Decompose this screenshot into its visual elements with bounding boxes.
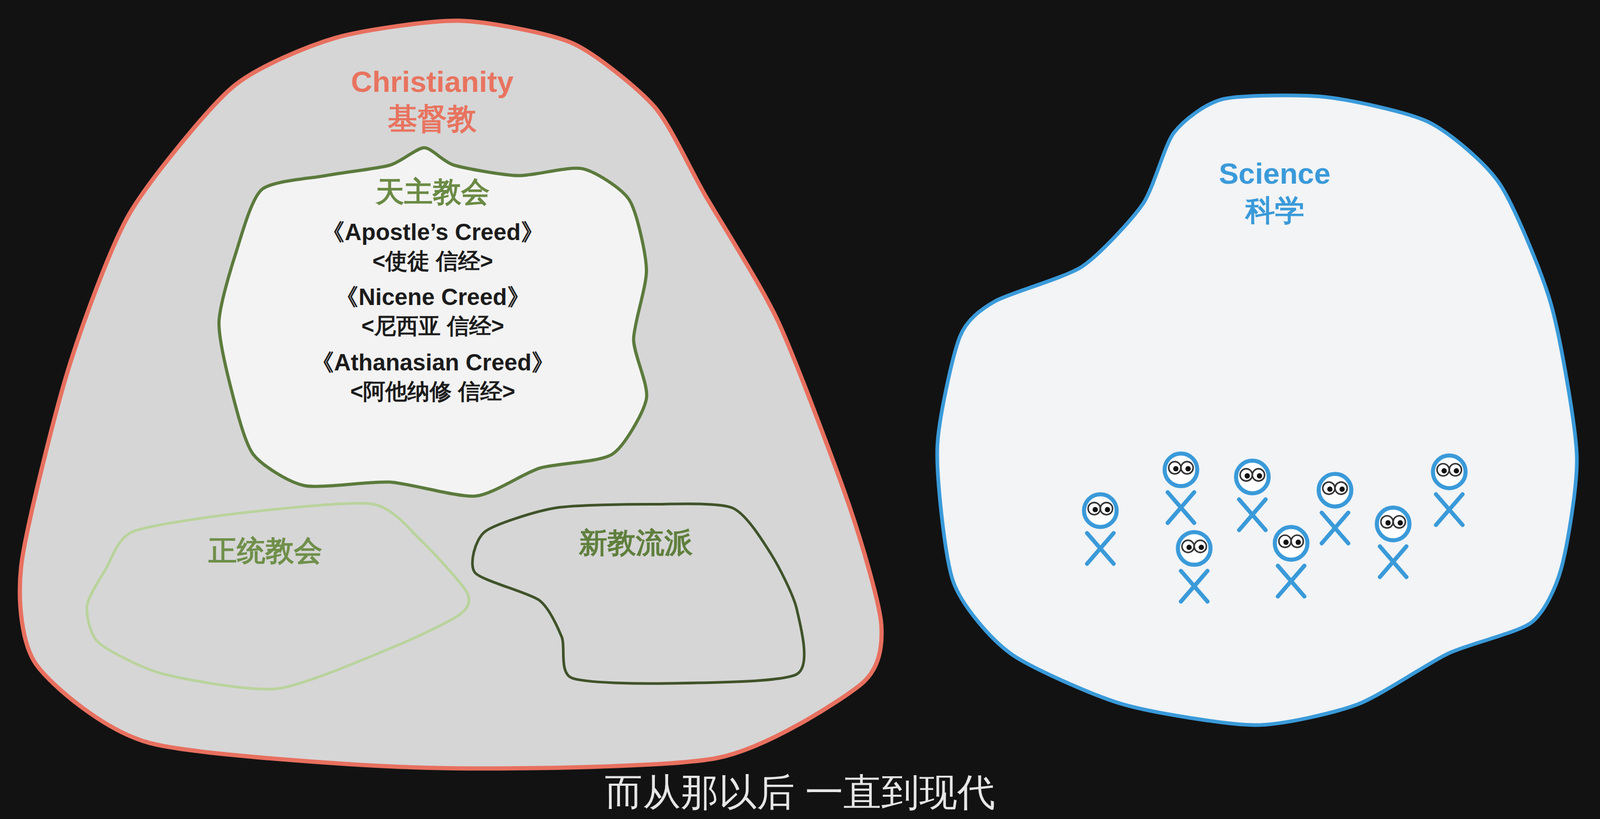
creed-text: 科学 bbox=[1218, 192, 1331, 230]
creed-text: <阿他纳修 信经> bbox=[310, 377, 555, 406]
stick-figure bbox=[1235, 460, 1269, 531]
region-blob: Science科学 bbox=[934, 97, 1577, 726]
blob-path bbox=[472, 503, 805, 684]
text-group: 天主教会《Apostle’s Creed》<使徒 信经> 《Nicene Cree… bbox=[310, 174, 555, 406]
creed-text: 《Nicene Creed》 bbox=[310, 282, 555, 312]
blob-outline bbox=[474, 498, 797, 684]
stick-figure bbox=[1164, 453, 1198, 523]
region-heading: 天主教会 bbox=[310, 174, 555, 211]
region-blob: 新教流派 bbox=[474, 498, 797, 684]
stick-figures bbox=[934, 97, 1577, 726]
region-heading: 正统教会 bbox=[208, 532, 323, 569]
text-group: Christianity基督教 bbox=[350, 63, 514, 138]
creed-text: <尼西亚 信经> bbox=[310, 312, 555, 341]
creed-text: 《Apostle’s Creed》 bbox=[310, 217, 555, 247]
region-blob: 天主教会《Apostle’s Creed》<使徒 信经> 《Nicene Cree… bbox=[218, 147, 647, 497]
blob-path bbox=[218, 147, 647, 497]
stick-figure bbox=[1177, 531, 1211, 602]
creed-text: <使徒 信经> bbox=[310, 247, 555, 276]
blob-path bbox=[20, 20, 882, 769]
blob-path bbox=[937, 95, 1577, 726]
stick-figure bbox=[1376, 507, 1410, 578]
creed-text: 基督教 bbox=[350, 100, 514, 138]
blob-path bbox=[87, 503, 470, 690]
stick-figure bbox=[1274, 527, 1308, 597]
region-blob: Christianity基督教天主教会《Apostle’s Creed》<使徒 … bbox=[21, 18, 887, 768]
region-blob: 正统教会 bbox=[87, 503, 468, 689]
stick-figure bbox=[1318, 473, 1352, 544]
creed-text: 《Athanasian Creed》 bbox=[310, 347, 555, 377]
subtitle-caption: 而从那以后 一直到现代 bbox=[596, 771, 1004, 814]
stick-figure bbox=[1083, 494, 1117, 565]
blob-outline bbox=[87, 503, 468, 689]
blob-outline bbox=[934, 97, 1577, 726]
stick-figure bbox=[1432, 455, 1466, 526]
region-heading: Science bbox=[1218, 155, 1331, 193]
text-group: 新教流派 bbox=[578, 525, 693, 561]
text-group: Science科学 bbox=[1218, 155, 1331, 230]
region-heading: Christianity bbox=[350, 63, 514, 101]
region-heading: 新教流派 bbox=[578, 525, 693, 561]
text-group: 正统教会 bbox=[208, 532, 323, 569]
